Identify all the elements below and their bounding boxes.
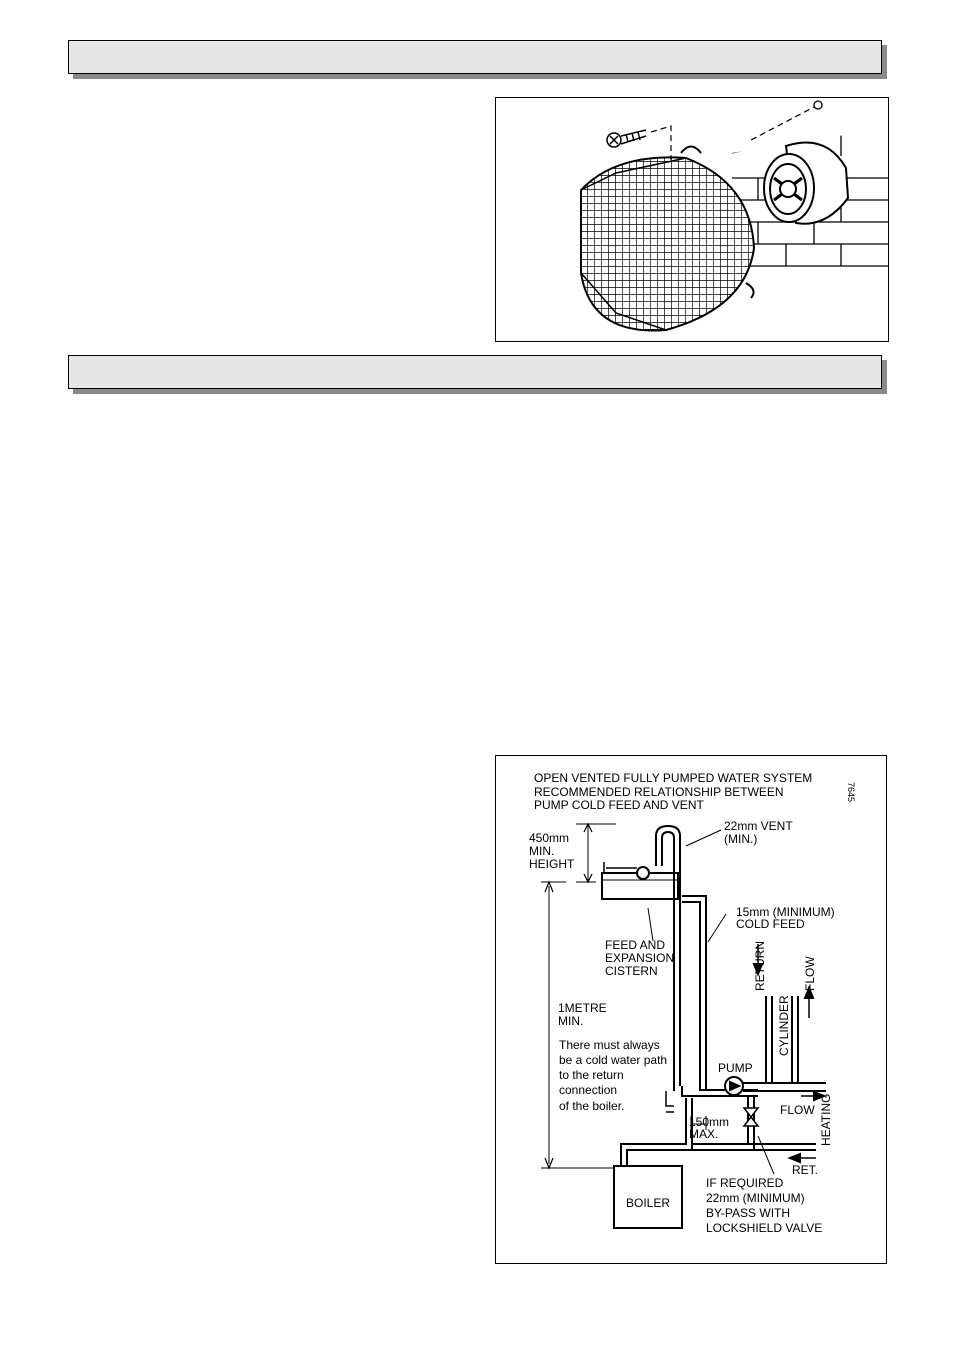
note-line-4: connection <box>559 1083 617 1097</box>
vent-label-1: 22mm VENT <box>724 819 793 833</box>
cistern-label-2: EXPANSION <box>605 951 674 965</box>
bypass-label-3: BY-PASS WITH <box>706 1206 790 1220</box>
terminal-guard-illustration <box>580 100 888 332</box>
flue-terminal-icon <box>763 141 850 225</box>
terminal-guard-figure <box>495 97 889 342</box>
cylinder-label: CYLINDER <box>777 995 791 1056</box>
vent-label-2: (MIN.) <box>724 832 757 846</box>
fixing-guide-lines <box>650 105 817 160</box>
diagram-title-line-1: OPEN VENTED FULLY PUMPED WATER SYSTEM <box>534 771 812 785</box>
note-line-3: to the return <box>559 1068 624 1082</box>
bypass-label-2: 22mm (MINIMUM) <box>706 1191 805 1205</box>
section-heading-bar-1 <box>68 40 882 74</box>
cistern-label-1: FEED AND <box>605 938 665 952</box>
ball-valve-float <box>636 866 650 880</box>
note-line-5: of the boiler. <box>559 1099 624 1113</box>
cold-feed-label-1: 15mm (MINIMUM) <box>736 905 835 919</box>
bypass-label-4: LOCKSHIELD VALVE <box>706 1221 822 1235</box>
diagram-title-line-2: RECOMMENDED RELATIONSHIP BETWEEN <box>534 785 784 799</box>
cold-feed-pipe <box>682 895 707 1091</box>
diagram-title-line-3: PUMP COLD FEED AND VENT <box>534 798 704 812</box>
distance-label-1: 150mm <box>689 1115 729 1129</box>
metre-label-1: 1METRE <box>558 1001 607 1015</box>
cistern-label-3: CISTERN <box>605 964 658 978</box>
boiler <box>613 1165 683 1229</box>
height-label-2: MIN. <box>529 844 554 858</box>
height-label-3: HEIGHT <box>529 857 575 871</box>
flow-heating-label: FLOW <box>780 1103 815 1117</box>
distance-label-2: MAX. <box>689 1127 718 1141</box>
pump-label: PUMP <box>718 1061 753 1075</box>
water-system-figure: OPEN VENTED FULLY PUMPED WATER SYSTEM RE… <box>495 755 887 1264</box>
boiler-label: BOILER <box>626 1196 670 1210</box>
fixing-hole <box>813 100 823 110</box>
flow-vertical-label: FLOW <box>803 956 817 991</box>
vent-pipe <box>655 824 681 1086</box>
return-label: RETURN <box>753 941 767 991</box>
ret-label: RET. <box>792 1163 818 1177</box>
screw-icon <box>606 129 647 148</box>
figure-number: 7645 <box>846 782 856 802</box>
metre-label-2: MIN. <box>558 1014 583 1028</box>
heating-label: HEATING <box>819 1094 833 1146</box>
terminal-guard-icon <box>580 145 756 332</box>
note-line-2: be a cold water path <box>559 1053 667 1067</box>
cold-feed-label-2: COLD FEED <box>736 917 805 931</box>
bypass-valve-icon <box>742 1107 760 1127</box>
height-label-1: 450mm <box>529 831 569 845</box>
section-heading-bar-2 <box>68 355 882 389</box>
water-system-diagram: OPEN VENTED FULLY PUMPED WATER SYSTEM RE… <box>529 771 856 1235</box>
bypass-label-1: IF REQUIRED <box>706 1176 784 1190</box>
note-line-1: There must always <box>559 1038 660 1052</box>
